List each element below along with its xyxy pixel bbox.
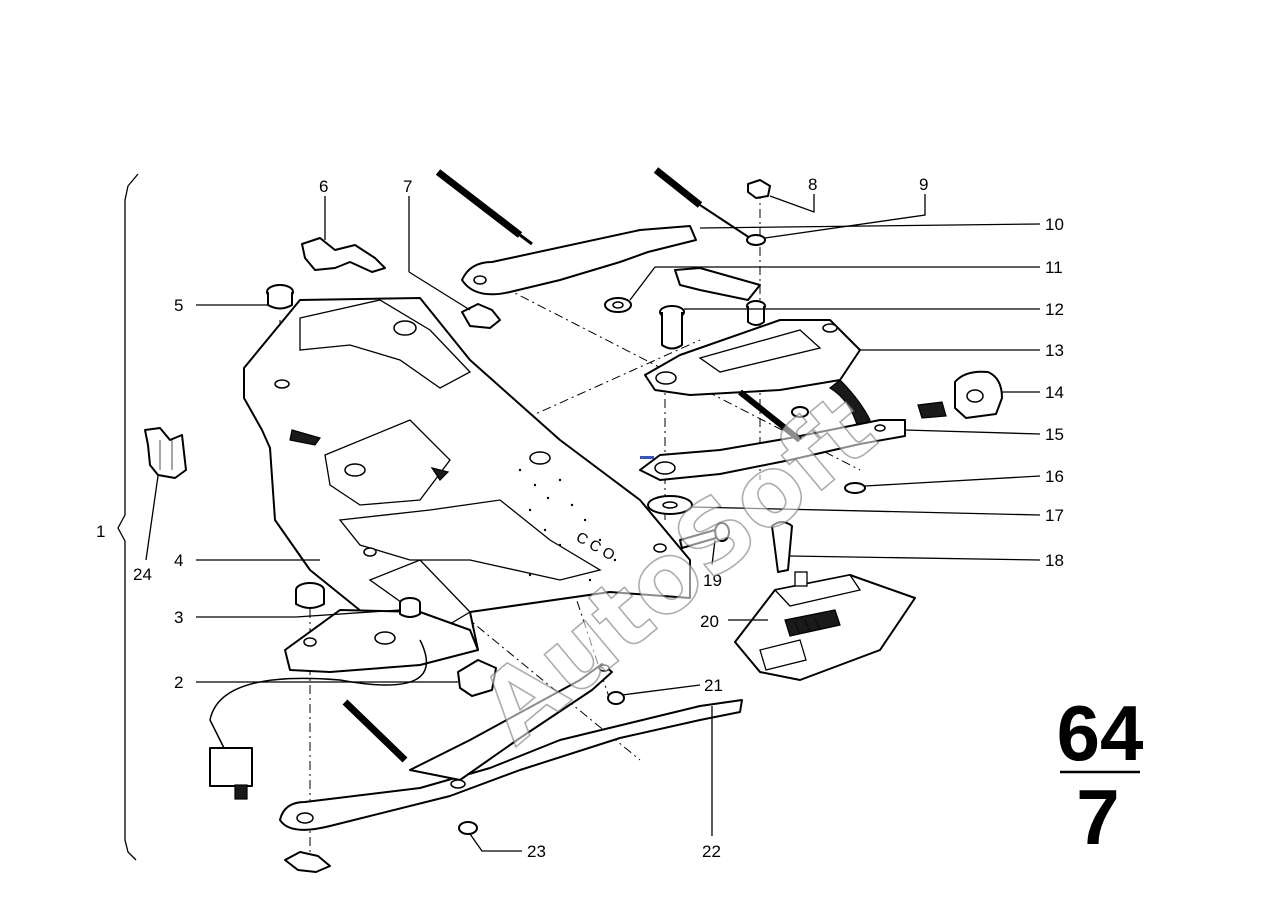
callout-7: 7 xyxy=(403,177,412,196)
callout-18: 18 xyxy=(1045,551,1064,570)
callout-3: 3 xyxy=(174,608,183,627)
pin-part-18 xyxy=(771,521,793,573)
bushing-part-23 xyxy=(458,821,478,835)
group-bracket-1 xyxy=(117,173,139,861)
pin-part-12 xyxy=(659,300,766,350)
callout-19: 19 xyxy=(703,571,722,590)
clip-part-7 xyxy=(461,303,501,329)
group-code-sub: 7 xyxy=(1076,773,1119,861)
callout-10: 10 xyxy=(1045,215,1064,234)
leader-lines xyxy=(145,194,1041,852)
washer-part-16 xyxy=(844,482,866,494)
callout-13: 13 xyxy=(1045,341,1064,360)
group-code-main: 64 xyxy=(1057,689,1144,777)
callout-1: 1 xyxy=(96,522,105,541)
washer-part-17 xyxy=(647,495,693,515)
watermark-accent-mark xyxy=(640,456,654,459)
connector-part-2 xyxy=(209,639,497,800)
callout-14: 14 xyxy=(1045,383,1064,402)
callout-20: 20 xyxy=(700,612,719,631)
parts-illustration: C C O xyxy=(117,167,1003,873)
motor-block-part-20 xyxy=(734,571,916,681)
screw-part-19 xyxy=(679,522,730,549)
callout-24: 24 xyxy=(133,565,152,584)
crank-arm-part-15 xyxy=(639,419,906,481)
screw-part-3 xyxy=(295,582,421,618)
callout-11: 11 xyxy=(1045,258,1063,277)
callout-4: 4 xyxy=(174,551,183,570)
callout-2: 2 xyxy=(174,673,183,692)
callout-9: 9 xyxy=(919,175,928,194)
callout-15: 15 xyxy=(1045,425,1064,444)
callout-16: 16 xyxy=(1045,467,1064,486)
group-code: 64 7 xyxy=(1057,689,1144,861)
callout-labels: 1 2 3 4 5 6 7 8 9 10 11 12 13 14 15 16 1… xyxy=(96,175,1064,861)
wiper-rod-upper-right xyxy=(653,167,751,239)
rubber-cap-part-14 xyxy=(917,370,1003,419)
drive-lever-part-13 xyxy=(644,267,871,429)
clip-part-24 xyxy=(144,427,187,479)
callout-23: 23 xyxy=(527,842,546,861)
clip-part-6 xyxy=(301,237,386,273)
callout-8: 8 xyxy=(808,175,817,194)
wiper-rod-lower xyxy=(279,663,743,831)
callout-6: 6 xyxy=(319,177,328,196)
bushing-part-21 xyxy=(607,691,625,705)
callout-22: 22 xyxy=(702,842,721,861)
plug-connector xyxy=(209,747,253,787)
screw-part-5 xyxy=(266,284,294,310)
callout-5: 5 xyxy=(174,296,183,315)
callout-17: 17 xyxy=(1045,506,1064,525)
washer-part-10 xyxy=(746,234,766,246)
wiper-rod-upper xyxy=(435,169,697,296)
callout-12: 12 xyxy=(1045,300,1064,319)
clip-bottom xyxy=(284,851,331,873)
callout-21: 21 xyxy=(704,676,723,695)
nut-part-8 xyxy=(747,179,771,199)
